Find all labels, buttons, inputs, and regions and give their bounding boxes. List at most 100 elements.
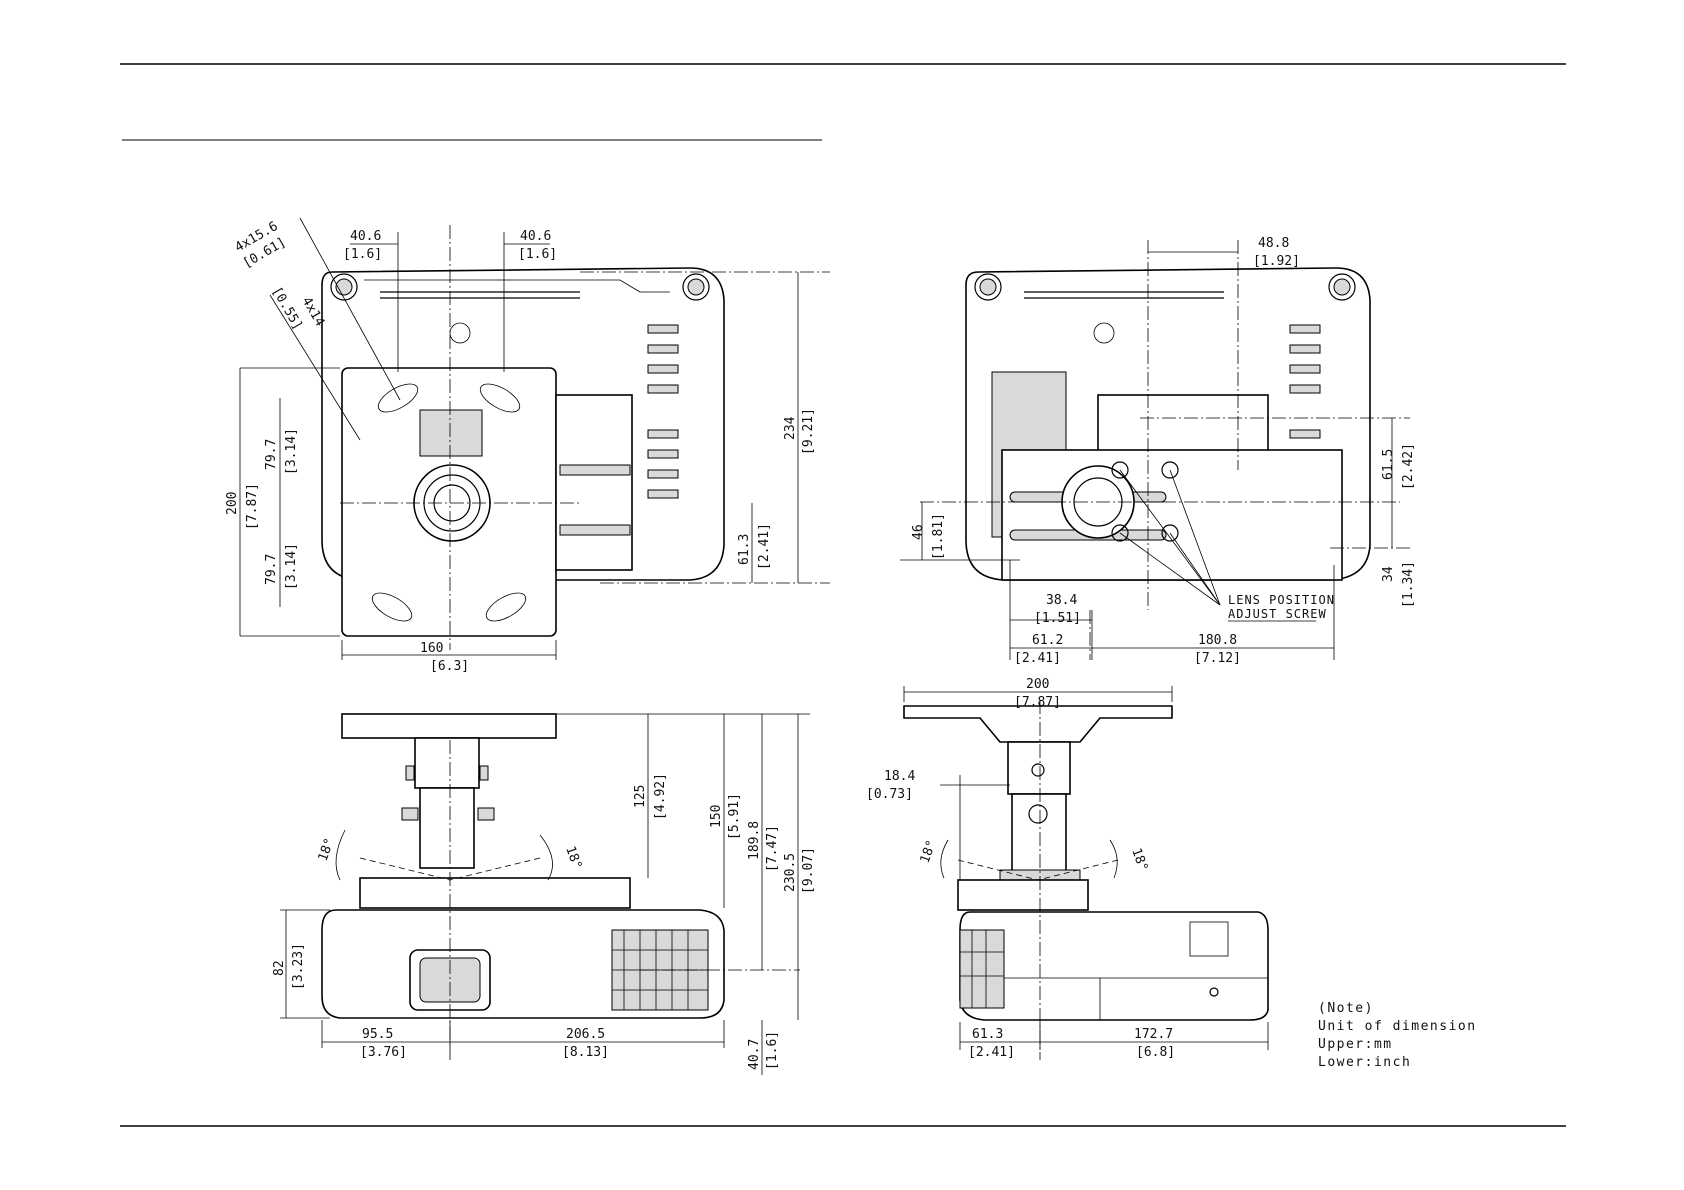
projector-side: [959, 911, 1269, 1021]
dim-40-6-left: 40.6: [350, 229, 381, 244]
dim-46: 46: [911, 524, 926, 540]
hole-icon: [1093, 322, 1115, 344]
note-lower: Lower:inch: [1318, 1055, 1411, 1070]
adjust-screw-icon: [1111, 524, 1129, 542]
dim-234-in: [9.21]: [801, 408, 816, 455]
dim-79-7-lower-in: [3.14]: [284, 543, 299, 590]
dim-18-4-in: [0.73]: [866, 787, 913, 802]
angle-18-left: 18°: [316, 836, 338, 863]
dim-125: 125: [633, 785, 648, 808]
foot-icon: [1333, 278, 1351, 296]
foot-icon: [330, 273, 358, 301]
dim-189-8-in: [7.47]: [765, 825, 780, 872]
dim-46-in: [1.81]: [931, 513, 946, 560]
dim-82-in: [3.23]: [291, 943, 306, 990]
dim-61-3: 61.3: [972, 1027, 1003, 1042]
dim-95-5-in: [3.76]: [360, 1045, 407, 1060]
mount-bracket: [359, 877, 631, 909]
dim-61-5-in: [2.42]: [1401, 443, 1416, 490]
dim-206-5: 206.5: [566, 1027, 605, 1042]
dim-34: 34: [1381, 566, 1396, 582]
label-panel: [1189, 921, 1229, 957]
dim-61-2-in: [2.41]: [1014, 651, 1061, 666]
bracket-upper: [1097, 394, 1269, 456]
adjust-screw-icon: [1161, 461, 1179, 479]
dim-61-3-in: [2.41]: [968, 1045, 1015, 1060]
adapter-arm: [555, 394, 633, 571]
foot-icon: [687, 278, 705, 296]
dim-200-in: [7.87]: [1014, 695, 1061, 710]
dim-38-4: 38.4: [1046, 593, 1077, 608]
dim-38-4-in: [1.51]: [1034, 611, 1081, 626]
dim-40-7-in: [1.6]: [765, 1031, 780, 1070]
pole-lower: [419, 787, 475, 869]
dim-82: 82: [272, 960, 287, 976]
foot-icon: [335, 278, 353, 296]
dim-172-7-in: [6.8]: [1136, 1045, 1175, 1060]
dim-200: 200: [225, 492, 240, 515]
foot-icon: [1328, 273, 1356, 301]
view-top-left: 40.6 [1.6] 40.6 [1.6] 160 [6.3] 4x15.6 […: [225, 217, 830, 674]
top-edge-detail: [364, 279, 670, 293]
mount-bracket: [957, 879, 1089, 911]
bracket-plate: [1001, 449, 1343, 581]
dim-160: 160: [420, 641, 443, 656]
dim-48-8: 48.8: [1258, 236, 1289, 251]
dim-234: 234: [783, 416, 798, 440]
dim-230-5-in: [9.07]: [801, 847, 816, 894]
dim-61-3: 61.3: [737, 534, 752, 565]
dim-48-8-in: [1.92]: [1253, 254, 1300, 269]
dim-200-in: [7.87]: [245, 483, 260, 530]
dim-180-8: 180.8: [1198, 633, 1237, 648]
dim-150: 150: [709, 805, 724, 828]
angle-18-left: 18°: [918, 838, 940, 865]
view-top-right: 48.8 [1.92] 38.4 [1.51] 61.2 [2.41] 180.…: [900, 236, 1416, 666]
dim-40-6-left-in: [1.6]: [343, 247, 382, 262]
hole-icon: [449, 322, 471, 344]
dim-180-8-in: [7.12]: [1194, 651, 1241, 666]
dimension-note: (Note) Unit of dimension Upper:mm Lower:…: [1318, 1001, 1477, 1070]
dim-230-5: 230.5: [783, 853, 798, 892]
dim-125-in: [4.92]: [653, 773, 668, 820]
dim-40-6-right-in: [1.6]: [518, 247, 557, 262]
dim-172-7: 172.7: [1134, 1027, 1173, 1042]
note-unit: Unit of dimension: [1318, 1019, 1477, 1034]
dim-61-2: 61.2: [1032, 633, 1063, 648]
dim-79-7-upper: 79.7: [264, 439, 279, 470]
callout-adjust-screw: ADJUST SCREW: [1228, 607, 1327, 621]
vent-grille: [959, 929, 1005, 1009]
view-side-right: 200 [7.87] 18.4 [0.73] 18° 18° 61.3 [2.4…: [866, 677, 1269, 1060]
dim-200: 200: [1026, 677, 1049, 692]
dim-160-in: [6.3]: [430, 659, 469, 674]
dim-40-6-right: 40.6: [520, 229, 551, 244]
dim-61-5: 61.5: [1381, 449, 1396, 480]
dim-95-5: 95.5: [362, 1027, 393, 1042]
dim-0-55-in: [0.55]: [269, 285, 305, 333]
dim-34-in: [1.34]: [1401, 561, 1416, 608]
dim-40-7: 40.7: [747, 1039, 762, 1070]
dim-61-3-in: [2.41]: [757, 523, 772, 570]
pole-upper: [1007, 741, 1071, 795]
note-upper: Upper:mm: [1318, 1037, 1393, 1052]
plate-slot: [419, 409, 483, 457]
adjust-knob-icon: [1028, 804, 1048, 824]
angle-18-right: 18°: [1128, 846, 1150, 873]
vent-grille: [647, 324, 679, 499]
dim-79-7-lower: 79.7: [264, 554, 279, 585]
dim-206-5-in: [8.13]: [562, 1045, 609, 1060]
dim-79-7-upper-in: [3.14]: [284, 428, 299, 475]
dim-189-8: 189.8: [747, 821, 762, 860]
pole-lower: [1011, 793, 1067, 873]
foot-icon: [979, 278, 997, 296]
dim-150-in: [5.91]: [727, 793, 742, 840]
adjust-screw-icon: [1161, 524, 1179, 542]
foot-icon: [682, 273, 710, 301]
note-title: (Note): [1318, 1001, 1374, 1016]
view-front-left: 95.5 [3.76] 206.5 [8.13] 18° 18° 125 [4.…: [272, 713, 816, 1075]
foot-icon: [974, 273, 1002, 301]
pole-upper: [414, 737, 480, 789]
angle-18-right: 18°: [562, 844, 584, 871]
dim-18-4: 18.4: [884, 769, 915, 784]
